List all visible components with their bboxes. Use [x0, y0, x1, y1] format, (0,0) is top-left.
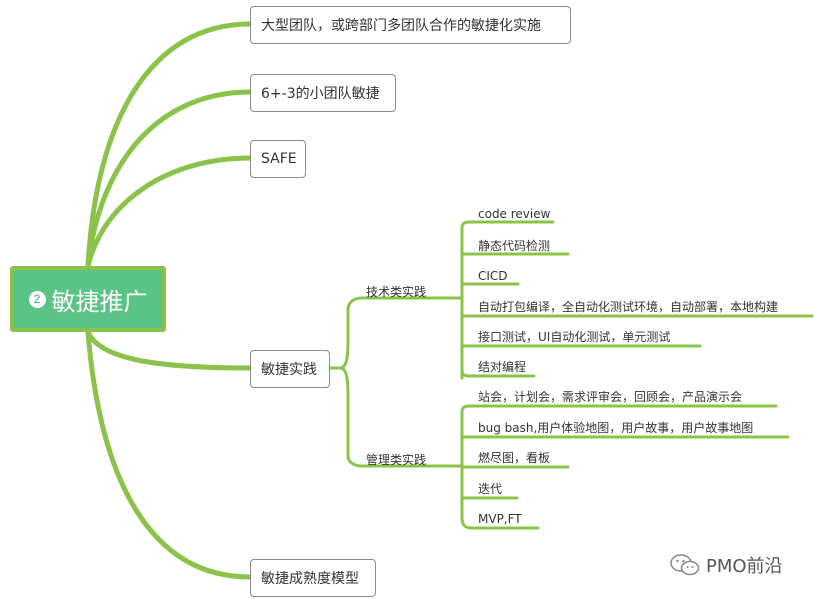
number-badge: 2: [28, 290, 46, 308]
branch-label: 6+-3的小团队敏捷: [261, 86, 380, 102]
connector-tech-vertical: [438, 226, 464, 380]
leaf-tech-1[interactable]: code review: [478, 207, 551, 221]
leaf-tech-3[interactable]: CICD: [478, 269, 508, 283]
connector-tech-group: [328, 296, 442, 370]
connector-mgmt-vertical: [438, 410, 464, 520]
connector-branch-3: [85, 155, 253, 269]
leaf-tech-5[interactable]: 接口测试，UI自动化测试，单元测试: [478, 330, 671, 344]
watermark-text: PMO前沿: [706, 556, 783, 577]
connector-branch-5: [85, 329, 253, 580]
leaf-mgmt-1[interactable]: 站会，计划会，需求评审会，回顾会，产品演示会: [478, 390, 743, 404]
leaf-tech-4[interactable]: 自动打包编译，全自动化测试环境，自动部署，本地构建: [478, 300, 779, 314]
connector-branch-2: [85, 89, 253, 269]
leaf-tech-6[interactable]: 结对编程: [478, 360, 527, 374]
leaf-mgmt-4[interactable]: 迭代: [478, 482, 503, 496]
leaf-tech-2[interactable]: 静态代码检测: [478, 239, 551, 253]
branch-large-team[interactable]: 大型团队，或跨部门多团队合作的敏捷化实施: [250, 6, 571, 44]
central-title: 敏捷推广: [51, 287, 148, 316]
branch-label: 敏捷实践: [261, 362, 317, 378]
connector-branch-4: [85, 329, 253, 371]
branch-agile-practice[interactable]: 敏捷实践: [250, 350, 330, 388]
branch-maturity-model[interactable]: 敏捷成熟度模型: [250, 559, 376, 597]
central-topic[interactable]: 2 敏捷推广: [10, 266, 166, 332]
branch-label: 敏捷成熟度模型: [261, 571, 359, 587]
leaf-mgmt-3[interactable]: 燃尽图，看板: [478, 451, 551, 465]
connector-mgmt-group: [338, 366, 442, 468]
branch-small-team[interactable]: 6+-3的小团队敏捷: [250, 74, 396, 112]
branch-safe[interactable]: SAFE: [250, 140, 306, 178]
branch-label: 大型团队，或跨部门多团队合作的敏捷化实施: [261, 18, 541, 34]
wechat-icon: [670, 554, 700, 576]
leaf-mgmt-5[interactable]: MVP,FT: [478, 512, 522, 526]
group-mgmt-practice[interactable]: 管理类实践: [366, 453, 427, 467]
connector-branch-1: [85, 21, 253, 269]
leaf-mgmt-2[interactable]: bug bash,用户体验地图，用户故事，用户故事地图: [478, 421, 754, 435]
group-tech-practice[interactable]: 技术类实践: [366, 285, 427, 299]
branch-label: SAFE: [261, 151, 297, 167]
watermark: PMO前沿: [670, 552, 783, 578]
